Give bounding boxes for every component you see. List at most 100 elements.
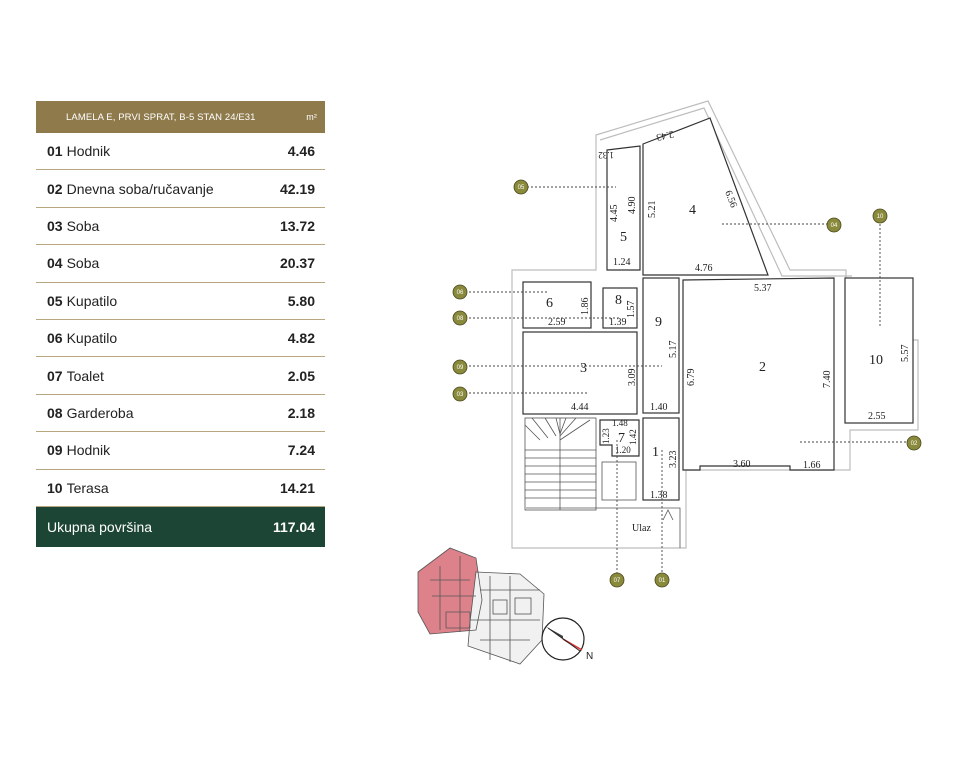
room-number-cell: 06 <box>47 330 63 347</box>
room-number-cell: 10 <box>47 479 63 496</box>
dim-r9-w: 1.40 <box>650 402 668 413</box>
room-label: Kupatilo <box>66 330 118 347</box>
svg-text:07: 07 <box>614 578 621 584</box>
compass-label: N <box>586 651 593 662</box>
dim-r2-top: 5.37 <box>754 283 772 294</box>
room-area-cell: 42.19 <box>279 180 315 197</box>
dim-r9-h: 5.17 <box>668 341 679 359</box>
total-label: Ukupna površina <box>47 518 153 535</box>
room-number-7: 7 <box>618 431 625 446</box>
room-area-cell: 4.46 <box>287 143 315 160</box>
room-9 <box>642 277 680 414</box>
room-6 <box>522 281 592 329</box>
svg-text:09: 09 <box>457 365 464 371</box>
room-number-9: 9 <box>655 315 662 330</box>
room-area-cell: 20.37 <box>279 255 315 272</box>
dim-r7-a: 1.48 <box>612 418 628 428</box>
room-area-cell: 5.80 <box>287 292 315 309</box>
room-number-cell: 03 <box>47 217 63 234</box>
dim-r6-w: 2.59 <box>548 317 566 328</box>
dim-r7-b: 1.23 <box>601 428 611 444</box>
dim-r2-bottom: 3.60 <box>733 459 751 470</box>
table-header: LAMELA E, PRVI SPRAT, B-5 STAN 24/E31 m² <box>36 101 325 133</box>
dim-r1-h: 3.23 <box>668 451 679 469</box>
room-3 <box>522 331 638 415</box>
svg-text:05: 05 <box>518 185 525 191</box>
room-number-8: 8 <box>615 293 622 308</box>
total-row: Ukupna površina 117.04 <box>36 506 325 547</box>
dim-r6-h: 1.86 <box>580 298 591 316</box>
svg-text:06: 06 <box>457 290 464 296</box>
shaft <box>601 461 637 501</box>
key-plan <box>417 547 545 665</box>
room-label: Soba <box>66 217 100 234</box>
room-area-cell: 7.24 <box>287 442 315 459</box>
room-label: Toalet <box>66 367 104 384</box>
dim-r2-right: 7.40 <box>822 371 833 389</box>
room-area-cell: 13.72 <box>279 217 315 234</box>
dim-r7-d: 1.20 <box>615 445 631 455</box>
room-number-4: 4 <box>689 203 696 218</box>
svg-text:10: 10 <box>877 214 884 220</box>
room-number-cell: 01 <box>47 143 63 160</box>
svg-text:04: 04 <box>831 223 838 229</box>
marker-01: 01 <box>654 572 670 588</box>
room-1 <box>642 417 680 501</box>
room-8 <box>602 287 638 329</box>
marker-02: 02 <box>906 435 922 451</box>
dim-r5-left: 4.45 <box>609 205 620 223</box>
outline-inner <box>599 107 852 277</box>
dim-r5-top: 1.32 <box>598 150 614 160</box>
room-number-2: 2 <box>759 360 766 375</box>
compass-icon: N <box>541 617 593 662</box>
room-number-1: 1 <box>652 445 659 460</box>
dim-r10-h: 5.57 <box>900 345 911 363</box>
dim-r2-bottom-b: 1.66 <box>803 460 821 471</box>
room-area-cell: 4.82 <box>287 330 315 347</box>
dim-r3-h: 3.09 <box>627 369 638 387</box>
room-number-cell: 05 <box>47 292 63 309</box>
dim-r1-w: 1.38 <box>650 490 668 501</box>
room-number-cell: 02 <box>47 180 63 197</box>
total-area: 117.04 <box>272 518 315 535</box>
room-number-cell: 04 <box>47 255 63 272</box>
dim-r5-bottom: 1.24 <box>613 257 631 268</box>
marker-09: 09 <box>452 359 468 375</box>
dim-r4-top: 2.43 <box>655 128 674 142</box>
entrance-label: Ulaz <box>632 523 651 534</box>
room-label: Terasa <box>66 479 109 496</box>
staircase <box>524 417 597 511</box>
svg-text:02: 02 <box>911 441 918 447</box>
room-number-10: 10 <box>869 353 883 368</box>
room-5 <box>606 145 641 271</box>
dim-r2-left: 6.79 <box>686 369 697 387</box>
leader-lines <box>465 186 910 578</box>
room-number-cell: 07 <box>47 367 63 384</box>
room-10 <box>844 277 914 424</box>
unit-label: m² <box>306 112 317 122</box>
marker-10: 10 <box>872 208 888 224</box>
marker-07: 07 <box>609 572 625 588</box>
dim-r8-w: 1.39 <box>609 317 627 328</box>
svg-text:01: 01 <box>659 578 666 584</box>
room-number-cell: 09 <box>47 442 63 459</box>
room-label: Dnevna soba/ručavanje <box>66 180 214 197</box>
room-area-cell: 2.18 <box>287 404 315 421</box>
room-label: Hodnik <box>66 442 111 459</box>
room-label: Soba <box>66 255 100 272</box>
svg-text:08: 08 <box>457 316 464 322</box>
